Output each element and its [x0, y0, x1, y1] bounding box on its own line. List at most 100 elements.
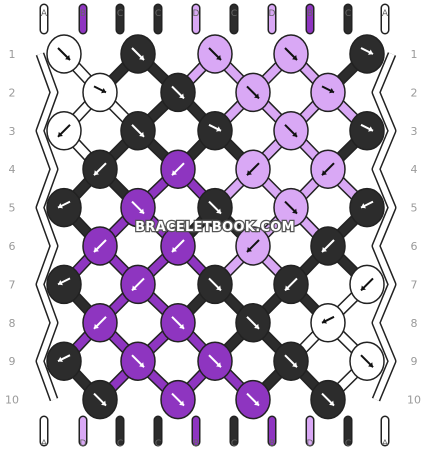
- bottom-strand-label: B: [269, 439, 275, 449]
- knot-arrowhead: [216, 55, 221, 60]
- watermark: BRACELETBOOK.COM: [135, 220, 295, 235]
- knot: [120, 111, 156, 151]
- row-label-right: 4: [411, 163, 418, 176]
- row-label-right: 2: [411, 86, 418, 99]
- top-strand-label: C: [155, 9, 161, 19]
- row-label-right: 9: [411, 355, 418, 368]
- knot: [349, 34, 385, 74]
- knot: [120, 341, 156, 381]
- knot-arrowhead: [172, 247, 177, 252]
- knot: [349, 264, 385, 305]
- knot: [46, 187, 82, 228]
- row-label-right: 8: [411, 317, 418, 330]
- bottom-strand-label: D: [80, 439, 87, 449]
- knot: [349, 341, 385, 381]
- row-label-right: 1: [411, 48, 418, 61]
- knot-arrowhead: [172, 170, 177, 176]
- knot-arrowhead: [329, 87, 334, 94]
- knot-arrowhead: [361, 285, 366, 291]
- knot: [197, 264, 233, 305]
- knot: [46, 264, 82, 305]
- knot-arrowhead: [254, 93, 259, 99]
- knot-arrowhead: [292, 131, 297, 137]
- top-strand-label: B: [307, 9, 313, 19]
- knot-arrowhead: [329, 400, 334, 406]
- top-strand-label: A: [41, 9, 48, 19]
- knot: [235, 149, 271, 189]
- knot-arrowhead: [139, 55, 144, 60]
- knot-arrowhead: [368, 362, 373, 368]
- knot: [120, 187, 156, 228]
- knot: [349, 187, 385, 228]
- knot: [160, 72, 196, 113]
- bottom-strand-label: B: [193, 439, 199, 449]
- row-label-right: 3: [411, 125, 418, 138]
- top-strand-label: D: [193, 9, 200, 19]
- left-edge-strand: [37, 52, 57, 401]
- knot-arrowhead: [179, 400, 184, 406]
- knot: [310, 226, 346, 266]
- knot-arrowhead: [139, 362, 144, 368]
- knot: [160, 379, 196, 420]
- knot-arrowhead: [322, 170, 327, 176]
- row-label-left: 1: [9, 48, 16, 61]
- row-label-right: 10: [407, 394, 421, 407]
- top-strand-label: D: [269, 9, 276, 19]
- knot-arrowhead: [361, 203, 366, 209]
- knot: [310, 149, 346, 189]
- knot: [160, 226, 196, 266]
- bottom-strand-label: C: [231, 439, 237, 449]
- knot-body: [46, 187, 82, 228]
- knot: [197, 187, 233, 228]
- row-label-left: 8: [9, 317, 16, 330]
- bottom-strand-label: D: [307, 439, 314, 449]
- knot-arrowhead: [285, 285, 290, 291]
- bottom-strand-label: C: [117, 439, 123, 449]
- row-label-right: 6: [411, 240, 418, 253]
- knot: [82, 303, 118, 343]
- knot-body: [46, 341, 82, 381]
- knot: [46, 341, 82, 381]
- row-label-left: 4: [9, 163, 16, 176]
- knot: [46, 34, 82, 74]
- bottom-strand-label: C: [345, 439, 351, 449]
- knot: [349, 111, 385, 151]
- knot-arrowhead: [132, 285, 137, 291]
- knot: [82, 149, 118, 189]
- knot-body: [349, 34, 385, 74]
- knot-arrowhead: [179, 93, 184, 99]
- knot: [273, 34, 309, 74]
- knot-arrowhead: [65, 55, 70, 60]
- knot-arrowhead: [101, 400, 106, 406]
- knot: [197, 34, 233, 74]
- row-label-right: 5: [411, 202, 418, 215]
- knot: [273, 264, 309, 305]
- knot: [273, 187, 309, 228]
- knot: [160, 303, 196, 343]
- knot-arrowhead: [94, 323, 99, 329]
- row-label-left: 6: [9, 240, 16, 253]
- bottom-strand-label: C: [155, 439, 161, 449]
- knot: [235, 379, 271, 420]
- knot-arrowhead: [58, 279, 63, 286]
- top-strand-label: C: [345, 9, 351, 19]
- knot-arrowhead: [216, 208, 221, 214]
- knot: [82, 72, 118, 113]
- bottom-strand-label: A: [382, 439, 389, 449]
- knot-body: [310, 72, 346, 113]
- knot-body: [197, 111, 233, 151]
- row-label-left: 9: [9, 355, 16, 368]
- top-strand-label: C: [117, 9, 123, 19]
- knot-arrowhead: [139, 131, 144, 137]
- row-label-left: 7: [9, 278, 16, 291]
- row-label-left: 2: [9, 86, 16, 99]
- row-label-left: 10: [5, 394, 19, 407]
- knot-arrowhead: [322, 247, 327, 252]
- knot-arrowhead: [216, 362, 221, 368]
- knot-arrowhead: [216, 285, 221, 291]
- top-strand-label: C: [231, 9, 237, 19]
- knot-arrowhead: [368, 126, 373, 132]
